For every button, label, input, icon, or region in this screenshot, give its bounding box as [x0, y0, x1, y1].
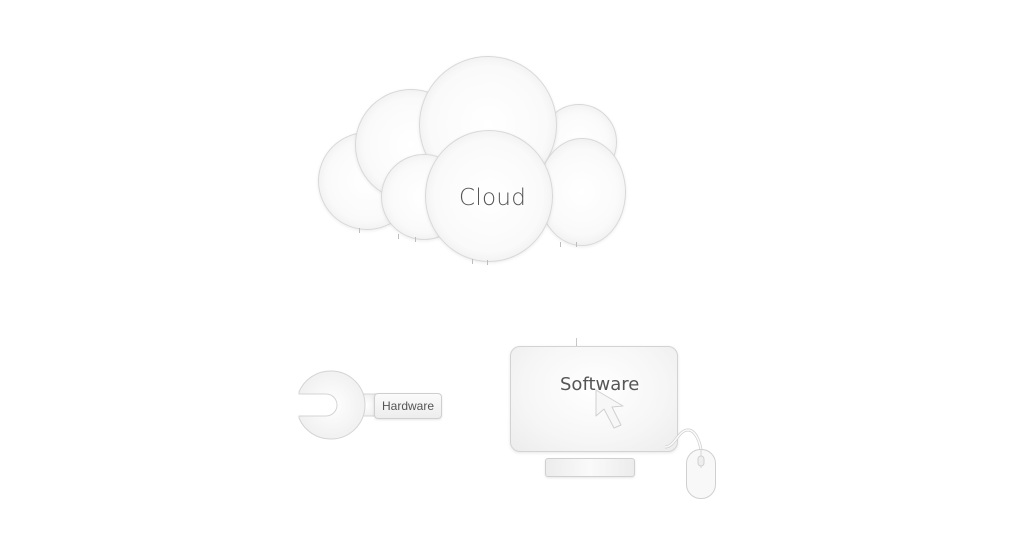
mouse-icon[interactable] [685, 448, 717, 500]
mouse-cable [664, 428, 703, 451]
cloud-main-bubble[interactable] [425, 130, 553, 262]
cloud-label: Cloud [459, 185, 527, 211]
tick-mark [576, 242, 577, 247]
tick-mark [398, 234, 399, 239]
tick-mark [487, 260, 488, 265]
software-label: Software [560, 374, 640, 395]
monitor-stand [545, 458, 635, 477]
tick-mark [560, 242, 561, 247]
tick-mark [472, 259, 473, 264]
hardware-label[interactable]: Hardware [374, 393, 442, 419]
cloud-bubble [538, 138, 626, 246]
monitor-icon[interactable] [510, 346, 678, 452]
cursor-icon [595, 389, 624, 429]
wrench-icon [298, 370, 377, 440]
connector-line [576, 338, 577, 346]
tick-mark [415, 237, 416, 242]
tick-mark [359, 228, 360, 233]
